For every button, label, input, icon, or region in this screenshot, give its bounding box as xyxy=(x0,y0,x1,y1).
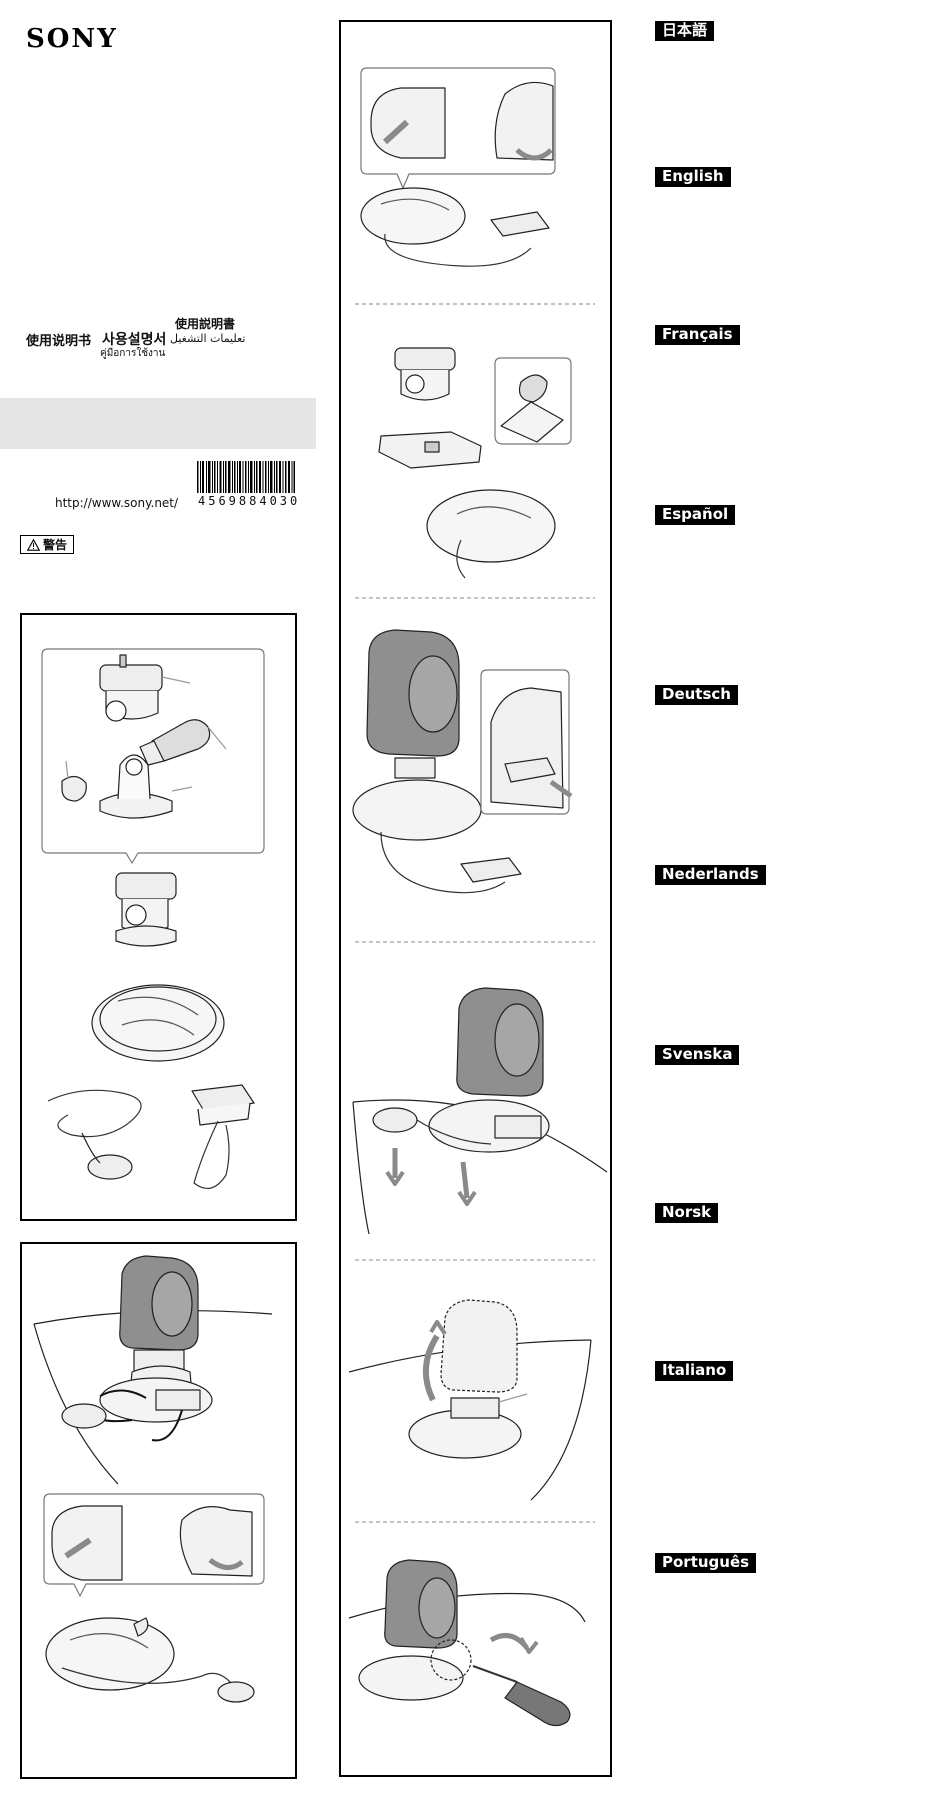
language-tag-german: Deutsch xyxy=(655,685,738,705)
barcode xyxy=(197,461,295,493)
gray-band xyxy=(0,398,316,449)
language-tag-swedish: Svenska xyxy=(655,1045,739,1065)
procedure-panel xyxy=(339,20,612,1777)
website-url: http://www.sony.net/ xyxy=(55,496,178,510)
title-japanese: 使用説明書 xyxy=(175,315,235,332)
barcode-number: 4569884030 xyxy=(198,494,300,508)
title-arabic: تعليمات التشغيل xyxy=(170,332,245,345)
mount-example-panel xyxy=(20,1242,297,1779)
title-chinese-simplified: 使用说明书 xyxy=(26,330,91,349)
language-tag-japanese: 日本語 xyxy=(655,21,714,41)
sony-logo: SONY xyxy=(26,24,118,54)
procedure-illustrations xyxy=(341,22,610,1775)
mount-example-illustration xyxy=(22,1244,295,1777)
language-tag-italian: Italiano xyxy=(655,1361,733,1381)
language-tag-dutch: Nederlands xyxy=(655,865,766,885)
language-tag-english: English xyxy=(655,167,731,187)
language-tag-french: Français xyxy=(655,325,740,345)
title-thai: คู่มือการใช้งาน xyxy=(100,346,165,361)
warning-label: 警告 xyxy=(43,536,67,553)
warning-box: 警告 xyxy=(20,535,74,554)
language-tag-spanish: Español xyxy=(655,505,735,525)
language-tag-portuguese: Português xyxy=(655,1553,756,1573)
supplied-parts-illustration xyxy=(22,615,295,1219)
language-tag-norwegian: Norsk xyxy=(655,1203,718,1223)
supplied-parts-panel xyxy=(20,613,297,1221)
warning-triangle-icon xyxy=(27,539,40,551)
